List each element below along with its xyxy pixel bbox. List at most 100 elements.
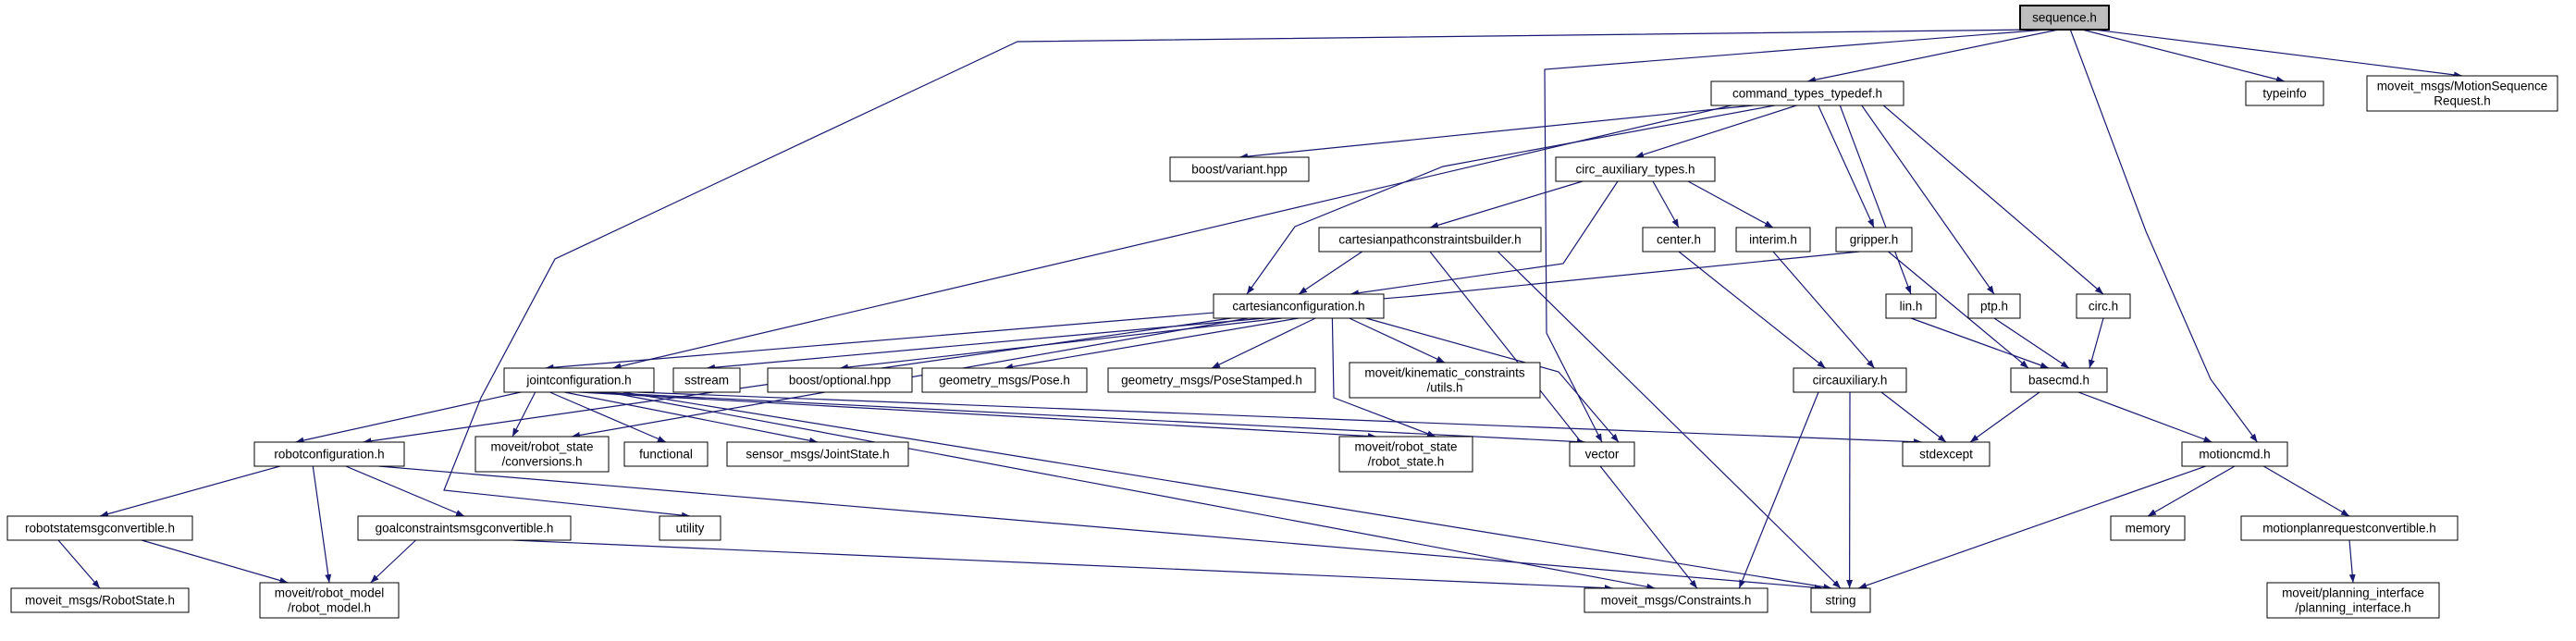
node-geometry_msgs_posestamped_h[interactable]: geometry_msgs/PoseStamped.h [1107, 367, 1316, 393]
edge-jointconfiguration_h--robot_state_conversions_h [512, 391, 536, 438]
edge-basecmd_h--motioncmd_h [2077, 391, 2212, 443]
node-cartesianconfiguration_h[interactable]: cartesianconfiguration.h [1213, 293, 1385, 319]
node-label: circ.h [2089, 300, 2118, 314]
node-geometry_msgs_pose_h[interactable]: geometry_msgs/Pose.h [921, 367, 1088, 393]
edge-lin_h--basecmd_h [1910, 317, 2050, 369]
edge-sequence_h--motioncmd_h [2069, 29, 2258, 443]
edge-circ_auxiliary_types_h--center_h [1652, 180, 1680, 228]
node-label: memory [2126, 522, 2171, 536]
node-label: boost/optional.hpp [789, 374, 891, 388]
node-planning_interface_h[interactable]: moveit/planning_interface/planning_inter… [2266, 582, 2440, 619]
node-robot_model_robot_model_h[interactable]: moveit/robot_model/robot_model.h [259, 582, 400, 619]
node-jointconfiguration_h[interactable]: jointconfiguration.h [503, 367, 655, 393]
node-robotconfiguration_h[interactable]: robotconfiguration.h [253, 441, 405, 467]
node-boost_optional[interactable]: boost/optional.hpp [767, 367, 913, 393]
edge-circ_auxiliary_types_h--cartesianconfiguration_h [1350, 180, 1619, 297]
node-label: interim.h [1749, 233, 1797, 247]
node-label: lin.h [1900, 300, 1923, 314]
edge-command_types_typedef_h--cartesianconfiguration_h [1246, 105, 1775, 295]
node-label: sequence.h [2032, 11, 2097, 25]
edge-center_h--circauxiliary_h [1678, 251, 1826, 369]
edge-motioncmd_h--motionplanrequestconvertible_h [2262, 465, 2350, 517]
node-center_h[interactable]: center.h [1642, 227, 1716, 253]
edge-circ_h--basecmd_h [2089, 317, 2104, 369]
edge-ptp_h--basecmd_h [1993, 317, 2070, 369]
node-functional[interactable]: functional [623, 441, 709, 467]
edge-sequence_h--typeinfo [2081, 29, 2286, 83]
edge-goalconstraintsmsgconvertible_h--robot_model_robot_model_h [370, 539, 416, 584]
node-moveit_msgs_robotstate_h[interactable]: moveit_msgs/RobotState.h [10, 587, 190, 613]
node-label: stdexcept [1919, 448, 1973, 462]
edge-robotstatemsgconvertible_h--robot_model_robot_model_h [141, 539, 289, 584]
node-circ_h[interactable]: circ.h [2076, 293, 2131, 319]
node-lin_h[interactable]: lin.h [1885, 293, 1937, 319]
node-label: moveit_msgs/RobotState.h [25, 594, 175, 608]
edge-sequence_h--motion_sequence_request_h [2093, 29, 2463, 79]
node-gripper_h[interactable]: gripper.h [1835, 227, 1913, 253]
node-label: moveit/robot_state/conversions.h [490, 440, 593, 469]
node-string[interactable]: string [1810, 587, 1871, 613]
node-goalconstraintsmsgconvertible_h[interactable]: goalconstraintsmsgconvertible.h [357, 515, 572, 541]
edge-sequence_h--vector [1544, 29, 2048, 443]
node-sstream[interactable]: sstream [672, 367, 741, 393]
edge-circauxiliary_h--stdexcept [1880, 391, 1947, 443]
node-vector[interactable]: vector [1569, 441, 1635, 467]
node-label: moveit_msgs/Constraints.h [1601, 594, 1752, 608]
node-circ_auxiliary_types_h[interactable]: circ_auxiliary_types.h [1555, 156, 1716, 182]
edge-command_types_typedef_h--boost_variant [1239, 105, 1754, 160]
edge-jointconfiguration_h--functional [549, 391, 667, 443]
node-command_types_typedef_h[interactable]: command_types_typedef.h [1710, 80, 1904, 106]
node-moveit_msgs_constraints_h[interactable]: moveit_msgs/Constraints.h [1584, 587, 1769, 613]
node-cartesianpathconstraintsbuilder_h[interactable]: cartesianpathconstraintsbuilder.h [1318, 227, 1542, 253]
node-boost_variant[interactable]: boost/variant.hpp [1169, 156, 1310, 182]
node-label: motioncmd.h [2199, 448, 2270, 462]
edge-command_types_typedef_h--ptp_h [1861, 105, 1995, 295]
edge-cartesianconfiguration_h--vector [1365, 317, 1620, 443]
node-label: circ_auxiliary_types.h [1575, 163, 1695, 177]
node-typeinfo[interactable]: typeinfo [2245, 80, 2324, 106]
node-label: robotconfiguration.h [274, 448, 384, 462]
edge-motioncmd_h--string [1858, 465, 2206, 589]
node-label: moveit/kinematic_constraints/utils.h [1364, 366, 1525, 395]
edge-command_types_typedef_h--lin_h [1839, 105, 1912, 295]
node-label: goalconstraintsmsgconvertible.h [376, 522, 554, 536]
node-motioncmd_h[interactable]: motioncmd.h [2181, 441, 2288, 467]
edge-gripper_h--basecmd_h [1888, 251, 2029, 369]
edge-motionplanrequestconvertible_h--planning_interface_h [2348, 539, 2356, 584]
node-ptp_h[interactable]: ptp.h [1967, 293, 2021, 319]
node-label: moveit/planning_interface/planning_inter… [2282, 586, 2424, 615]
node-robotstatemsgconvertible_h[interactable]: robotstatemsgconvertible.h [6, 515, 193, 541]
node-label: typeinfo [2262, 87, 2306, 101]
edge-jointconfiguration_h--vector [593, 391, 1586, 446]
edge-jointconfiguration_h--sensor_msgs_jointstate_h [564, 391, 819, 444]
node-label: moveit/robot_state/robot_state.h [1354, 440, 1457, 469]
node-label: sstream [684, 374, 729, 388]
node-memory[interactable]: memory [2110, 515, 2186, 541]
node-motionplanrequestconvertible_h[interactable]: motionplanrequestconvertible.h [2240, 515, 2459, 541]
edge-robotconfiguration_h--robotstatemsgconvertible_h [99, 465, 280, 517]
edge-cartesianpathconstraintsbuilder_h--moveit_msgs_constraints_h [1429, 251, 1698, 589]
edge-robotconfiguration_h--goalconstraintsmsgconvertible_h [345, 465, 465, 517]
node-robot_state_robot_state_h[interactable]: moveit/robot_state/robot_state.h [1338, 436, 1473, 473]
edge-cartesianconfiguration_h--kinematic_constraints_utils_h [1349, 317, 1446, 364]
node-utility[interactable]: utility [659, 515, 721, 541]
edge-robotconfiguration_h--robot_model_robot_model_h [312, 465, 332, 584]
node-robot_state_conversions_h[interactable]: moveit/robot_state/conversions.h [475, 436, 610, 473]
node-basecmd_h[interactable]: basecmd.h [2010, 367, 2108, 393]
edge-jointconfiguration_h--robot_state_robot_state_h [578, 391, 1377, 439]
node-kinematic_constraints_utils_h[interactable]: moveit/kinematic_constraints/utils.h [1349, 362, 1541, 399]
node-interim_h[interactable]: interim.h [1735, 227, 1811, 253]
node-sequence_h[interactable]: sequence.h [2019, 5, 2110, 31]
edge-cartesianconfiguration_h--robot_state_robot_state_h [1331, 317, 1436, 438]
node-sensor_msgs_jointstate_h[interactable]: sensor_msgs/JointState.h [726, 441, 909, 467]
node-stdexcept[interactable]: stdexcept [1902, 441, 1991, 467]
edge-goalconstraintsmsgconvertible_h--moveit_msgs_constraints_h [512, 539, 1613, 592]
edge-sequence_h--command_types_typedef_h [1806, 29, 2059, 83]
node-circauxiliary_h[interactable]: circauxiliary.h [1793, 367, 1907, 393]
edge-gripper_h--jointconfiguration_h [545, 251, 1860, 371]
node-label: geometry_msgs/Pose.h [939, 374, 1070, 388]
edge-cartesianconfiguration_h--boost_optional [839, 317, 1282, 371]
